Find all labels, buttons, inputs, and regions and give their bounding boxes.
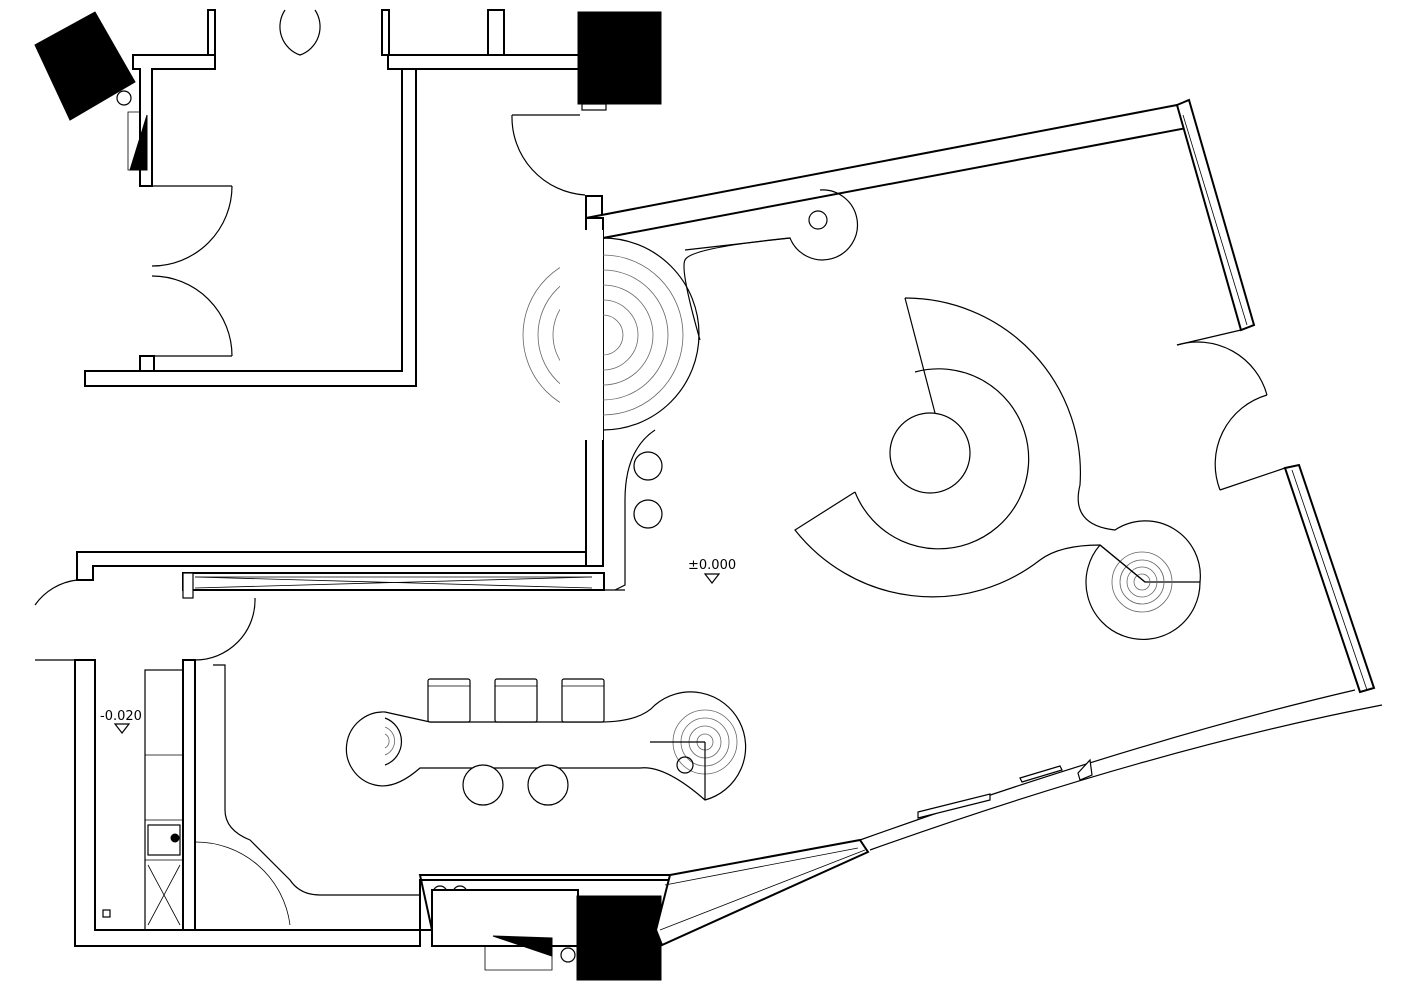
column-bottom xyxy=(576,895,662,981)
small-seat-ring-3 xyxy=(1119,559,1165,605)
main-hall xyxy=(585,98,1383,851)
wall-stub-3 xyxy=(487,9,505,56)
upper-left-room xyxy=(84,9,581,387)
kitchen-small-square xyxy=(102,909,111,918)
bar-backwall xyxy=(213,664,421,930)
window-frame-1 xyxy=(1077,758,1093,781)
door-swing-back xyxy=(194,841,291,926)
bar-left-ring-2 xyxy=(384,733,390,749)
kitchen-counter xyxy=(144,669,184,931)
door-swing-right xyxy=(1176,341,1268,491)
level-triangle-main xyxy=(703,573,721,584)
bar-stool-2 xyxy=(633,499,663,529)
glass-cross-2 xyxy=(194,576,593,589)
wall-main-top xyxy=(585,104,1194,240)
fixture-triangle-upper xyxy=(129,114,148,171)
wall-stub-2 xyxy=(381,9,390,56)
wall-side-curve xyxy=(614,429,656,591)
small-seat-ring-2 xyxy=(1126,566,1158,598)
lounge-center-table xyxy=(889,412,971,494)
wall-seat-outer xyxy=(602,237,700,431)
door-leaf-right-2 xyxy=(1219,467,1286,491)
lounge-inner-curve xyxy=(854,368,1030,550)
window-frame-2 xyxy=(917,793,991,819)
chair-2 xyxy=(494,678,538,723)
bar-left-ring-1 xyxy=(384,726,396,756)
door-swing-entrance xyxy=(34,579,78,606)
bar-stool-1 xyxy=(633,451,663,481)
column-top-middle-base xyxy=(581,103,607,111)
fixture-circle-upper xyxy=(116,90,132,106)
wall-seat-counter xyxy=(683,189,859,341)
fixture-circle-lower xyxy=(560,947,576,963)
slanted-window-line-1 xyxy=(664,847,859,886)
wall-upper-right-vertical xyxy=(84,68,417,387)
door-swing-upper-left-1 xyxy=(151,185,233,267)
curved-window-outer xyxy=(869,704,1383,851)
sink-tap xyxy=(170,833,180,843)
lounge-seating xyxy=(794,297,1201,640)
chair-1 xyxy=(427,678,471,723)
top-small-circle xyxy=(808,210,828,230)
bar-small-circle xyxy=(676,756,694,774)
cabinet-x-2 xyxy=(147,864,181,926)
small-seat-ring-1 xyxy=(1133,573,1151,591)
window-line-right-lower xyxy=(1291,469,1368,691)
wall-kitchen-partition xyxy=(182,659,196,931)
wall-upper-top-right xyxy=(387,54,581,70)
door-swing-upper-left-2 xyxy=(151,275,233,357)
wall-main-right-lower xyxy=(1283,463,1376,694)
lounge-outer-curve xyxy=(794,297,1201,598)
small-seat-ring-4 xyxy=(1111,551,1173,613)
wall-corridor-L xyxy=(76,195,603,581)
wall-glass-partition xyxy=(182,572,605,591)
stool-1 xyxy=(462,764,504,806)
lounge-edge-1 xyxy=(904,297,936,414)
fixture-outline-upper xyxy=(127,111,141,171)
wall-upper-left-lower xyxy=(139,355,155,372)
small-seat-outer xyxy=(1085,544,1201,640)
door-swing-top-center xyxy=(279,9,321,56)
stool-2 xyxy=(527,764,569,806)
wall-bottom-slanted xyxy=(654,838,870,947)
level-marker-kitchen: -0.020 xyxy=(100,709,142,734)
fixture-outline-lower xyxy=(484,945,553,971)
door-swing-kitchen xyxy=(194,597,256,661)
sink xyxy=(147,824,181,856)
bar-counter-left-cap xyxy=(384,717,402,766)
level-label-kitchen: -0.020 xyxy=(100,709,142,724)
slanted-window-line-2 xyxy=(659,849,866,931)
partition-post xyxy=(182,572,194,599)
chair-3 xyxy=(561,678,605,723)
wall-stub-1 xyxy=(207,9,216,56)
wall-kitchen-outer xyxy=(74,659,421,947)
kitchen-area xyxy=(34,579,671,947)
curved-window-inner xyxy=(859,689,1356,841)
column-top-left xyxy=(34,11,136,121)
door-leaf-right-1 xyxy=(1176,329,1242,346)
level-triangle-kitchen xyxy=(113,723,131,734)
wall-seat-left xyxy=(522,189,859,591)
window-frame-3 xyxy=(1019,765,1063,783)
door-swing-corridor xyxy=(511,114,586,196)
small-seat-line xyxy=(1099,544,1146,583)
window-line-right-upper xyxy=(1182,114,1248,326)
level-label-main: ±0.000 xyxy=(688,558,736,573)
column-top-middle xyxy=(577,11,662,105)
bar-counter xyxy=(345,678,747,806)
level-marker-main: ±0.000 xyxy=(688,558,736,584)
